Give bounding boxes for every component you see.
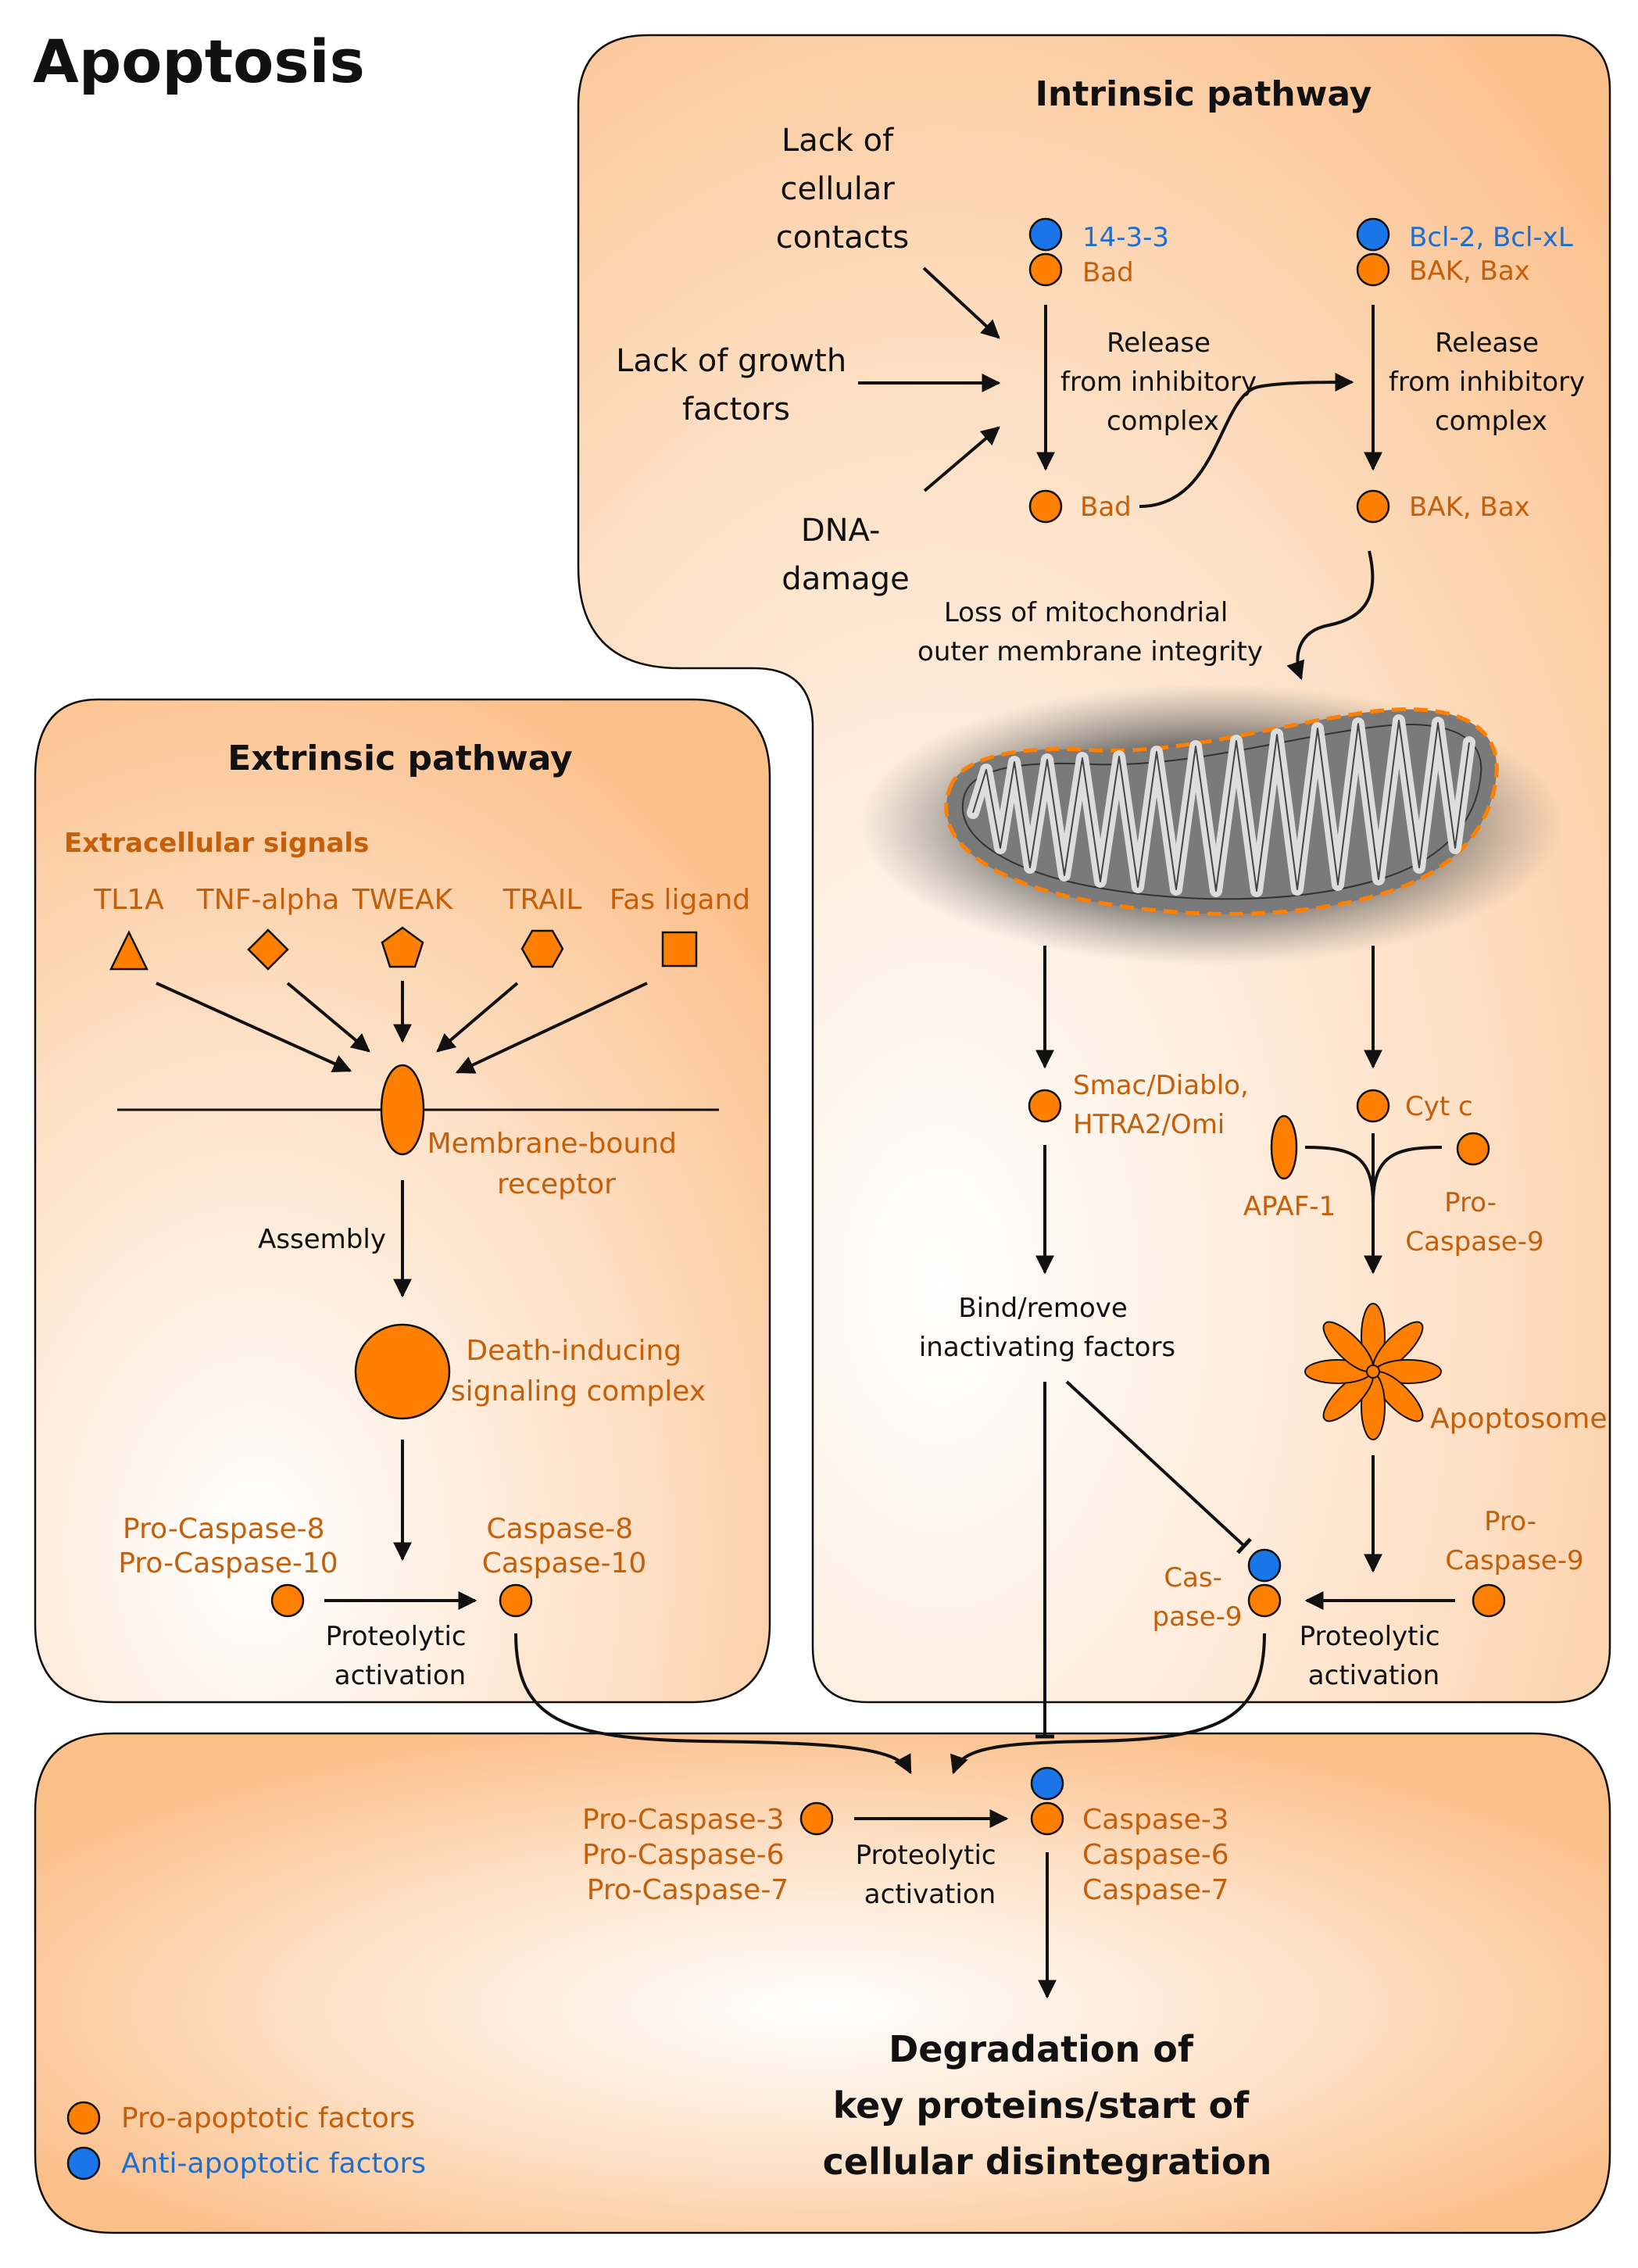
arrow-casp8-to-casp3: [514, 1633, 912, 1775]
apoptosome-shape: [1304, 1303, 1442, 1440]
execution-panel: [34, 1732, 1611, 2234]
pro-apoptotic-dot-procasp3: [799, 1801, 834, 1836]
pro-apoptotic-dot-casp3: [1030, 1801, 1064, 1836]
apaf1-shape: [1270, 1114, 1298, 1180]
label-proteolytic-intrinsic: Proteolytic activation: [1300, 1621, 1449, 1691]
pro-apoptotic-dot-cytc: [1356, 1089, 1390, 1123]
hexagon-icon: [520, 929, 564, 968]
anti-apoptotic-dot-casp3: [1030, 1766, 1064, 1801]
pro-apoptotic-dot-bak-free: [1356, 489, 1390, 524]
arrow-fas: [455, 982, 648, 1074]
ligand-label-tnf: TNF-alpha: [196, 884, 339, 916]
inhibit-casp9: [1065, 1380, 1252, 1554]
arrow-trail: [436, 982, 519, 1053]
label-apoptosome: Apoptosome: [1430, 1403, 1608, 1435]
mitochondrion: [860, 684, 1563, 965]
legend-anti-dot: [66, 2146, 101, 2180]
loss-label: Loss of mitochondrial outer membrane int…: [917, 597, 1263, 667]
label-bcl2: Bcl-2, Bcl-xL: [1409, 222, 1573, 253]
legend-pro-label: Pro-apoptotic factors: [121, 2102, 415, 2134]
square-icon: [661, 931, 698, 968]
arrow-dna: [923, 426, 1000, 492]
triangle-icon: [109, 930, 149, 971]
label-assembly: Assembly: [258, 1224, 386, 1255]
anti-apoptotic-dot-1433: [1028, 217, 1063, 252]
ligand-label-trail: TRAIL: [502, 884, 582, 916]
pro-apoptotic-dot-smac: [1028, 1089, 1062, 1123]
arrow-casp9-to-casp3: [950, 1633, 1266, 1775]
ligand-label-tweak: TWEAK: [352, 884, 454, 916]
label-14-3-3: 14-3-3: [1082, 222, 1169, 253]
stimulus-cell-contacts: Lack of cellular contacts: [776, 123, 910, 256]
label-procasp8: Pro-Caspase-8 Pro-Caspase-10: [118, 1513, 338, 1579]
label-casp8: Caspase-8 Caspase-10: [482, 1513, 647, 1579]
release-label-1: Release from inhibitory complex: [1060, 327, 1265, 437]
arrow-contacts: [922, 267, 1000, 339]
label-procasp9-top: Pro- Caspase-9: [1405, 1187, 1543, 1257]
extrinsic-title: Extrinsic pathway: [227, 739, 572, 778]
arrow-tnf: [286, 982, 370, 1053]
label-caspase9: Cas- pase-9: [1153, 1562, 1243, 1633]
legend-anti-label: Anti-apoptotic factors: [121, 2148, 426, 2180]
label-casp3: Caspase-3 Caspase-6 Caspase-7: [1082, 1804, 1238, 1906]
label-bind-remove: Bind/remove inactivating factors: [919, 1293, 1175, 1363]
anti-apoptotic-dot-bcl2: [1356, 217, 1390, 252]
ligand-label-tl1a: TL1A: [93, 884, 164, 916]
label-smac: Smac/Diablo, HTRA2/Omi: [1073, 1070, 1257, 1140]
arrow-tl1a: [156, 982, 352, 1073]
pro-apoptotic-dot-casp8: [499, 1583, 533, 1618]
label-procasp9-bottom: Pro- Caspase-9: [1445, 1506, 1583, 1576]
stimulus-dna-damage: DNA- damage: [781, 513, 909, 597]
label-disc: Death-inducing signaling complex: [451, 1335, 706, 1408]
release-label-2: Release from inhibitory complex: [1389, 327, 1593, 437]
pro-apoptotic-dot-bad: [1028, 252, 1063, 287]
label-apaf1: APAF-1: [1243, 1191, 1336, 1222]
pro-apoptotic-dot-procasp9-top: [1456, 1132, 1490, 1166]
intrinsic-title: Intrinsic pathway: [1035, 74, 1372, 114]
page-title: Apoptosis: [33, 27, 365, 96]
stimulus-growth-factors: Lack of growth factors: [616, 343, 857, 427]
pro-apoptotic-dot-bad-free: [1028, 489, 1063, 524]
pentagon-icon: [381, 926, 424, 968]
extracellular-signals-title: Extracellular signals: [64, 828, 369, 859]
pro-apoptotic-dot-casp9: [1247, 1583, 1282, 1618]
label-bad-free: Bad: [1080, 492, 1132, 523]
diamond-icon: [247, 928, 289, 971]
label-bad-complex: Bad: [1082, 257, 1134, 288]
label-proteolytic-execution: Proteolytic activation: [856, 1840, 1005, 1910]
pro-apoptotic-dot-bak: [1356, 252, 1390, 287]
pro-apoptotic-dot-procasp8: [270, 1583, 305, 1618]
arrow-bad-to-bak: [1139, 373, 1354, 508]
receptor-shape: [380, 1064, 425, 1156]
label-bak-complex: BAK, Bax: [1409, 256, 1530, 287]
label-procasp3: Pro-Caspase-3 Pro-Caspase-6 Pro-Caspase-…: [582, 1804, 793, 1906]
outcome-label: Degradation of key proteins/start of cel…: [823, 2028, 1272, 2183]
label-proteolytic-extrinsic: Proteolytic activation: [326, 1621, 475, 1691]
pro-apoptotic-dot-procasp9-bottom: [1472, 1583, 1506, 1618]
arrow-bak-to-mito: [1286, 550, 1375, 681]
label-receptor: Membrane-bound receptor: [427, 1128, 686, 1200]
disc-shape: [354, 1323, 451, 1420]
legend-pro-dot: [66, 2101, 101, 2135]
label-bak-free: BAK, Bax: [1409, 492, 1530, 523]
label-cytc: Cyt c: [1405, 1091, 1473, 1122]
anti-apoptotic-dot-casp9: [1247, 1548, 1282, 1583]
ligand-label-fas: Fas ligand: [610, 884, 750, 916]
